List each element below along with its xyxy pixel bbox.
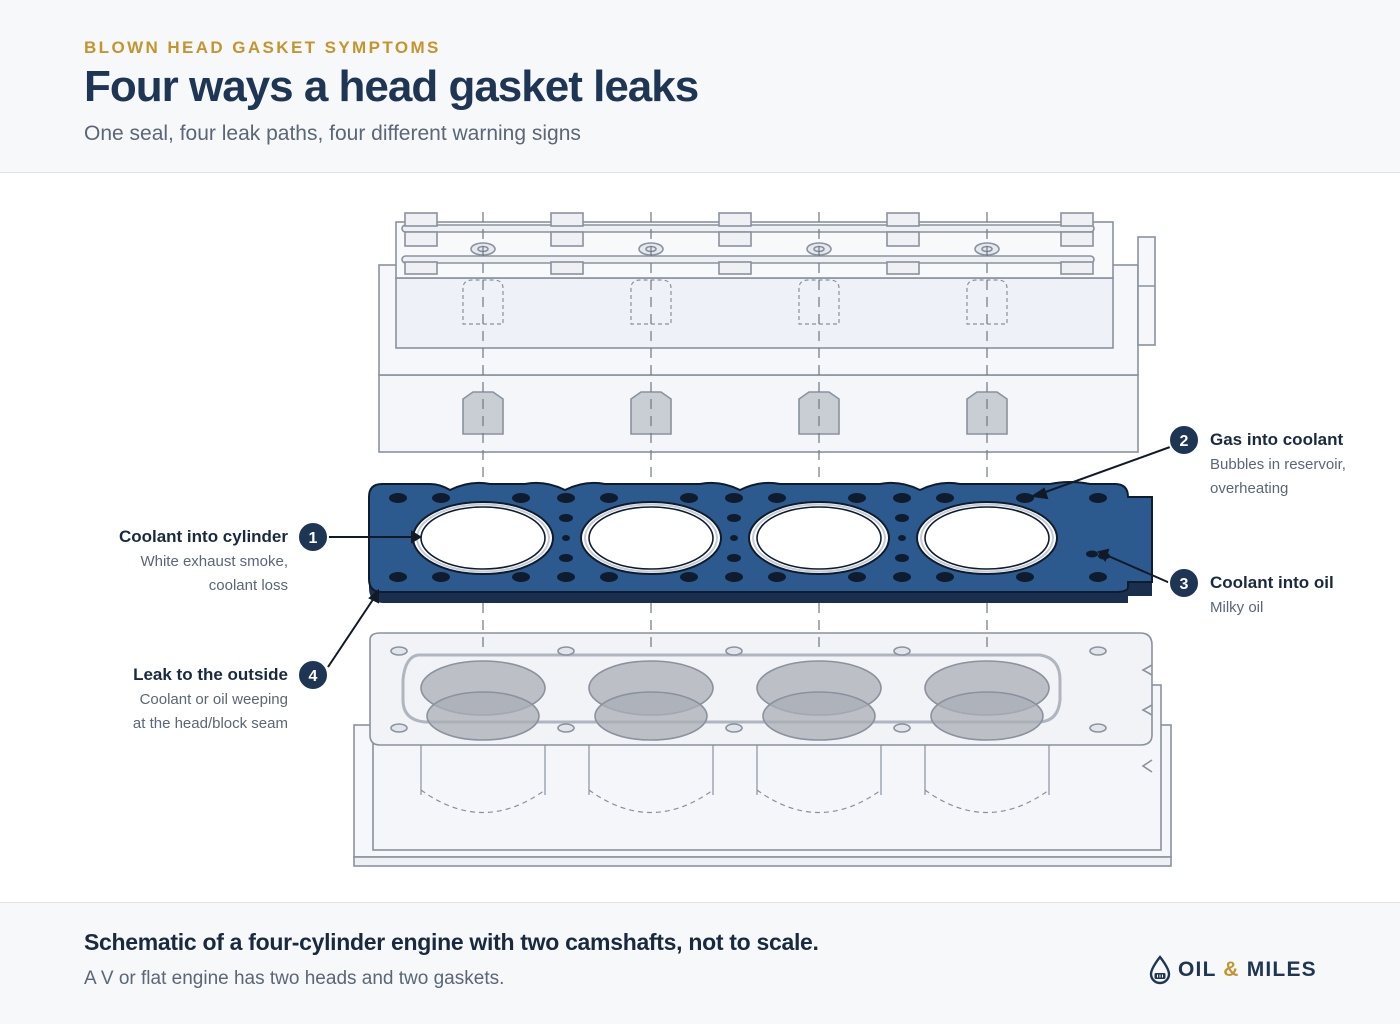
callout-desc-line: White exhaust smoke, — [140, 553, 288, 570]
header: BLOWN HEAD GASKET SYMPTOMS Four ways a h… — [0, 0, 1400, 173]
callout-desc-line: coolant loss — [208, 577, 288, 594]
callout-title: Gas into coolant — [1210, 430, 1344, 449]
cylinder-head — [378, 212, 1156, 453]
callout-desc-line: at the head/block seam — [132, 715, 288, 732]
badge-1-number: 1 — [309, 530, 318, 547]
brand-amp: & — [1223, 958, 1240, 981]
figure-caption: Schematic of a four-cylinder engine with… — [84, 929, 819, 955]
brand-name-left: OIL — [1178, 958, 1217, 981]
brand-name: OIL & MILES — [1178, 958, 1317, 982]
badge-2-number: 2 — [1180, 433, 1189, 450]
footer: Schematic of a four-cylinder engine with… — [0, 902, 1400, 1024]
callout-leak-to-outside: Leak to the outside Coolant or oil weepi… — [133, 664, 288, 736]
callout-badges: 1 2 3 4 — [297, 424, 1200, 691]
engine-block — [353, 632, 1172, 867]
page-title: Four ways a head gasket leaks — [84, 62, 699, 111]
badge-1: 1 — [297, 521, 329, 553]
gasket-holes — [389, 493, 1110, 582]
badge-4: 4 — [297, 659, 329, 691]
callout-title: Leak to the outside — [133, 665, 288, 684]
oil-drop-icon — [1149, 955, 1171, 985]
eyebrow: BLOWN HEAD GASKET SYMPTOMS — [84, 38, 441, 57]
figure-note: A V or flat engine has two heads and two… — [84, 968, 505, 989]
badge-4-number: 4 — [309, 668, 318, 685]
gasket-bores — [412, 501, 1058, 575]
callout-title: Coolant into cylinder — [118, 527, 288, 546]
badge-2: 2 — [1168, 424, 1200, 456]
callout-gas-into-coolant: Gas into coolant Bubbles in reservoir, o… — [1210, 429, 1346, 501]
engine-schematic: 1 2 3 4 — [297, 212, 1200, 867]
engine-diagram: 1 2 3 4 Coolant into cylinder White exha… — [0, 173, 1400, 901]
callout-title: Coolant into oil — [1210, 573, 1334, 592]
callout-desc-line: Bubbles in reservoir, — [1210, 456, 1346, 473]
callout-desc-line: Coolant or oil weeping — [139, 691, 288, 708]
callout-coolant-into-cylinder: Coolant into cylinder White exhaust smok… — [119, 526, 288, 598]
callout-coolant-into-oil: Coolant into oil Milky oil — [1210, 572, 1334, 620]
badge-3-number: 3 — [1180, 576, 1189, 593]
brand-logo: OIL & MILES — [1148, 953, 1317, 987]
callout-desc-line: Milky oil — [1210, 599, 1264, 616]
badge-3: 3 — [1168, 567, 1200, 599]
brand-name-right: MILES — [1246, 958, 1317, 981]
callout-desc-line: overheating — [1210, 480, 1289, 497]
callout-leaders — [327, 446, 1171, 668]
head-gasket — [368, 481, 1153, 603]
page-subtitle: One seal, four leak paths, four differen… — [84, 122, 581, 145]
